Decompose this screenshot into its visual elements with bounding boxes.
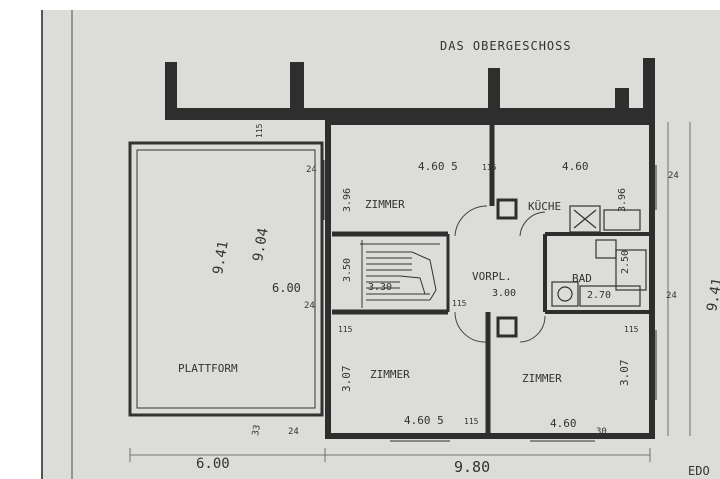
room-label-zimmer-bottom-left: ZIMMER [370, 368, 410, 381]
dim-wall-33: 33 [251, 424, 263, 436]
room-label-zimmer-bottom-right: ZIMMER [522, 372, 562, 385]
dim-wall-115-e: 115 [624, 325, 639, 334]
room-label-platform: PLATTFORM [178, 362, 238, 375]
dim-top-room-right-depth: 3.96 [617, 188, 628, 212]
partial-label: EDO [688, 464, 710, 478]
door-swings [454, 205, 546, 343]
dim-wall-24-c: 24 [304, 301, 315, 311]
dim-wall-24-b: 24 [668, 171, 679, 181]
dim-top-room-left-width: 4.60 5 [418, 160, 458, 173]
dim-wall-115-c: 115 [338, 325, 353, 334]
dim-vorpl-300: 3.00 [492, 288, 516, 299]
dim-stair-350: 3.50 [342, 258, 353, 282]
dim-platform-904: 9.04 [250, 227, 272, 263]
dim-wall-85: 85 [619, 93, 629, 104]
dim-bad-250: 2.50 [620, 250, 631, 274]
dim-bottom-room-right-width: 4.60 [550, 417, 577, 430]
dim-wall-24-e: 24 [288, 427, 299, 437]
platform-outline [128, 141, 324, 417]
dim-bottom-room-right-depth: 3.07 [618, 360, 631, 387]
fixtures [551, 205, 647, 307]
dim-bad-270: 2.70 [587, 290, 611, 301]
dim-bottom-600: 6.00 [196, 456, 230, 472]
dim-right-941: 9.41 [704, 277, 720, 313]
dim-bottom-room-left-width: 4.60 5 [404, 414, 444, 427]
dim-wall-115-f: 115 [464, 417, 479, 426]
dim-wall-115-b: 115 [482, 163, 497, 172]
windows [323, 160, 657, 442]
dim-wall-115-a: 115 [255, 123, 264, 138]
dim-wall-24-a: 24 [306, 165, 317, 175]
dim-stair-330: 3.30 [368, 282, 392, 293]
dim-wall-115-d: 115 [452, 299, 467, 308]
dim-top-room-right-width: 4.60 [562, 160, 589, 173]
room-label-vorpl: VORPL. [472, 270, 512, 283]
labels: DAS OBERGESCHOSS ZIMMER KÜCHE VORPL. BAD… [178, 39, 720, 478]
dim-top-room-left-depth: 3.96 [342, 188, 353, 212]
plan-title: DAS OBERGESCHOSS [440, 39, 572, 53]
staircase [360, 240, 440, 308]
dimension-lines [129, 122, 691, 462]
dim-bottom-room-left-depth: 3.07 [340, 366, 353, 393]
dim-wall-30: 30 [596, 427, 607, 437]
dim-platform-600: 6.00 [272, 281, 301, 295]
interior-walls [332, 122, 650, 436]
room-label-kueche: KÜCHE [528, 200, 561, 213]
room-label-zimmer-top: ZIMMER [365, 198, 405, 211]
dim-platform-941: 9.41 [210, 240, 232, 276]
dim-bottom-980: 9.80 [454, 458, 490, 476]
dim-wall-24-d: 24 [666, 291, 677, 301]
top-wall [165, 58, 655, 120]
room-label-bad: BAD [572, 272, 592, 285]
